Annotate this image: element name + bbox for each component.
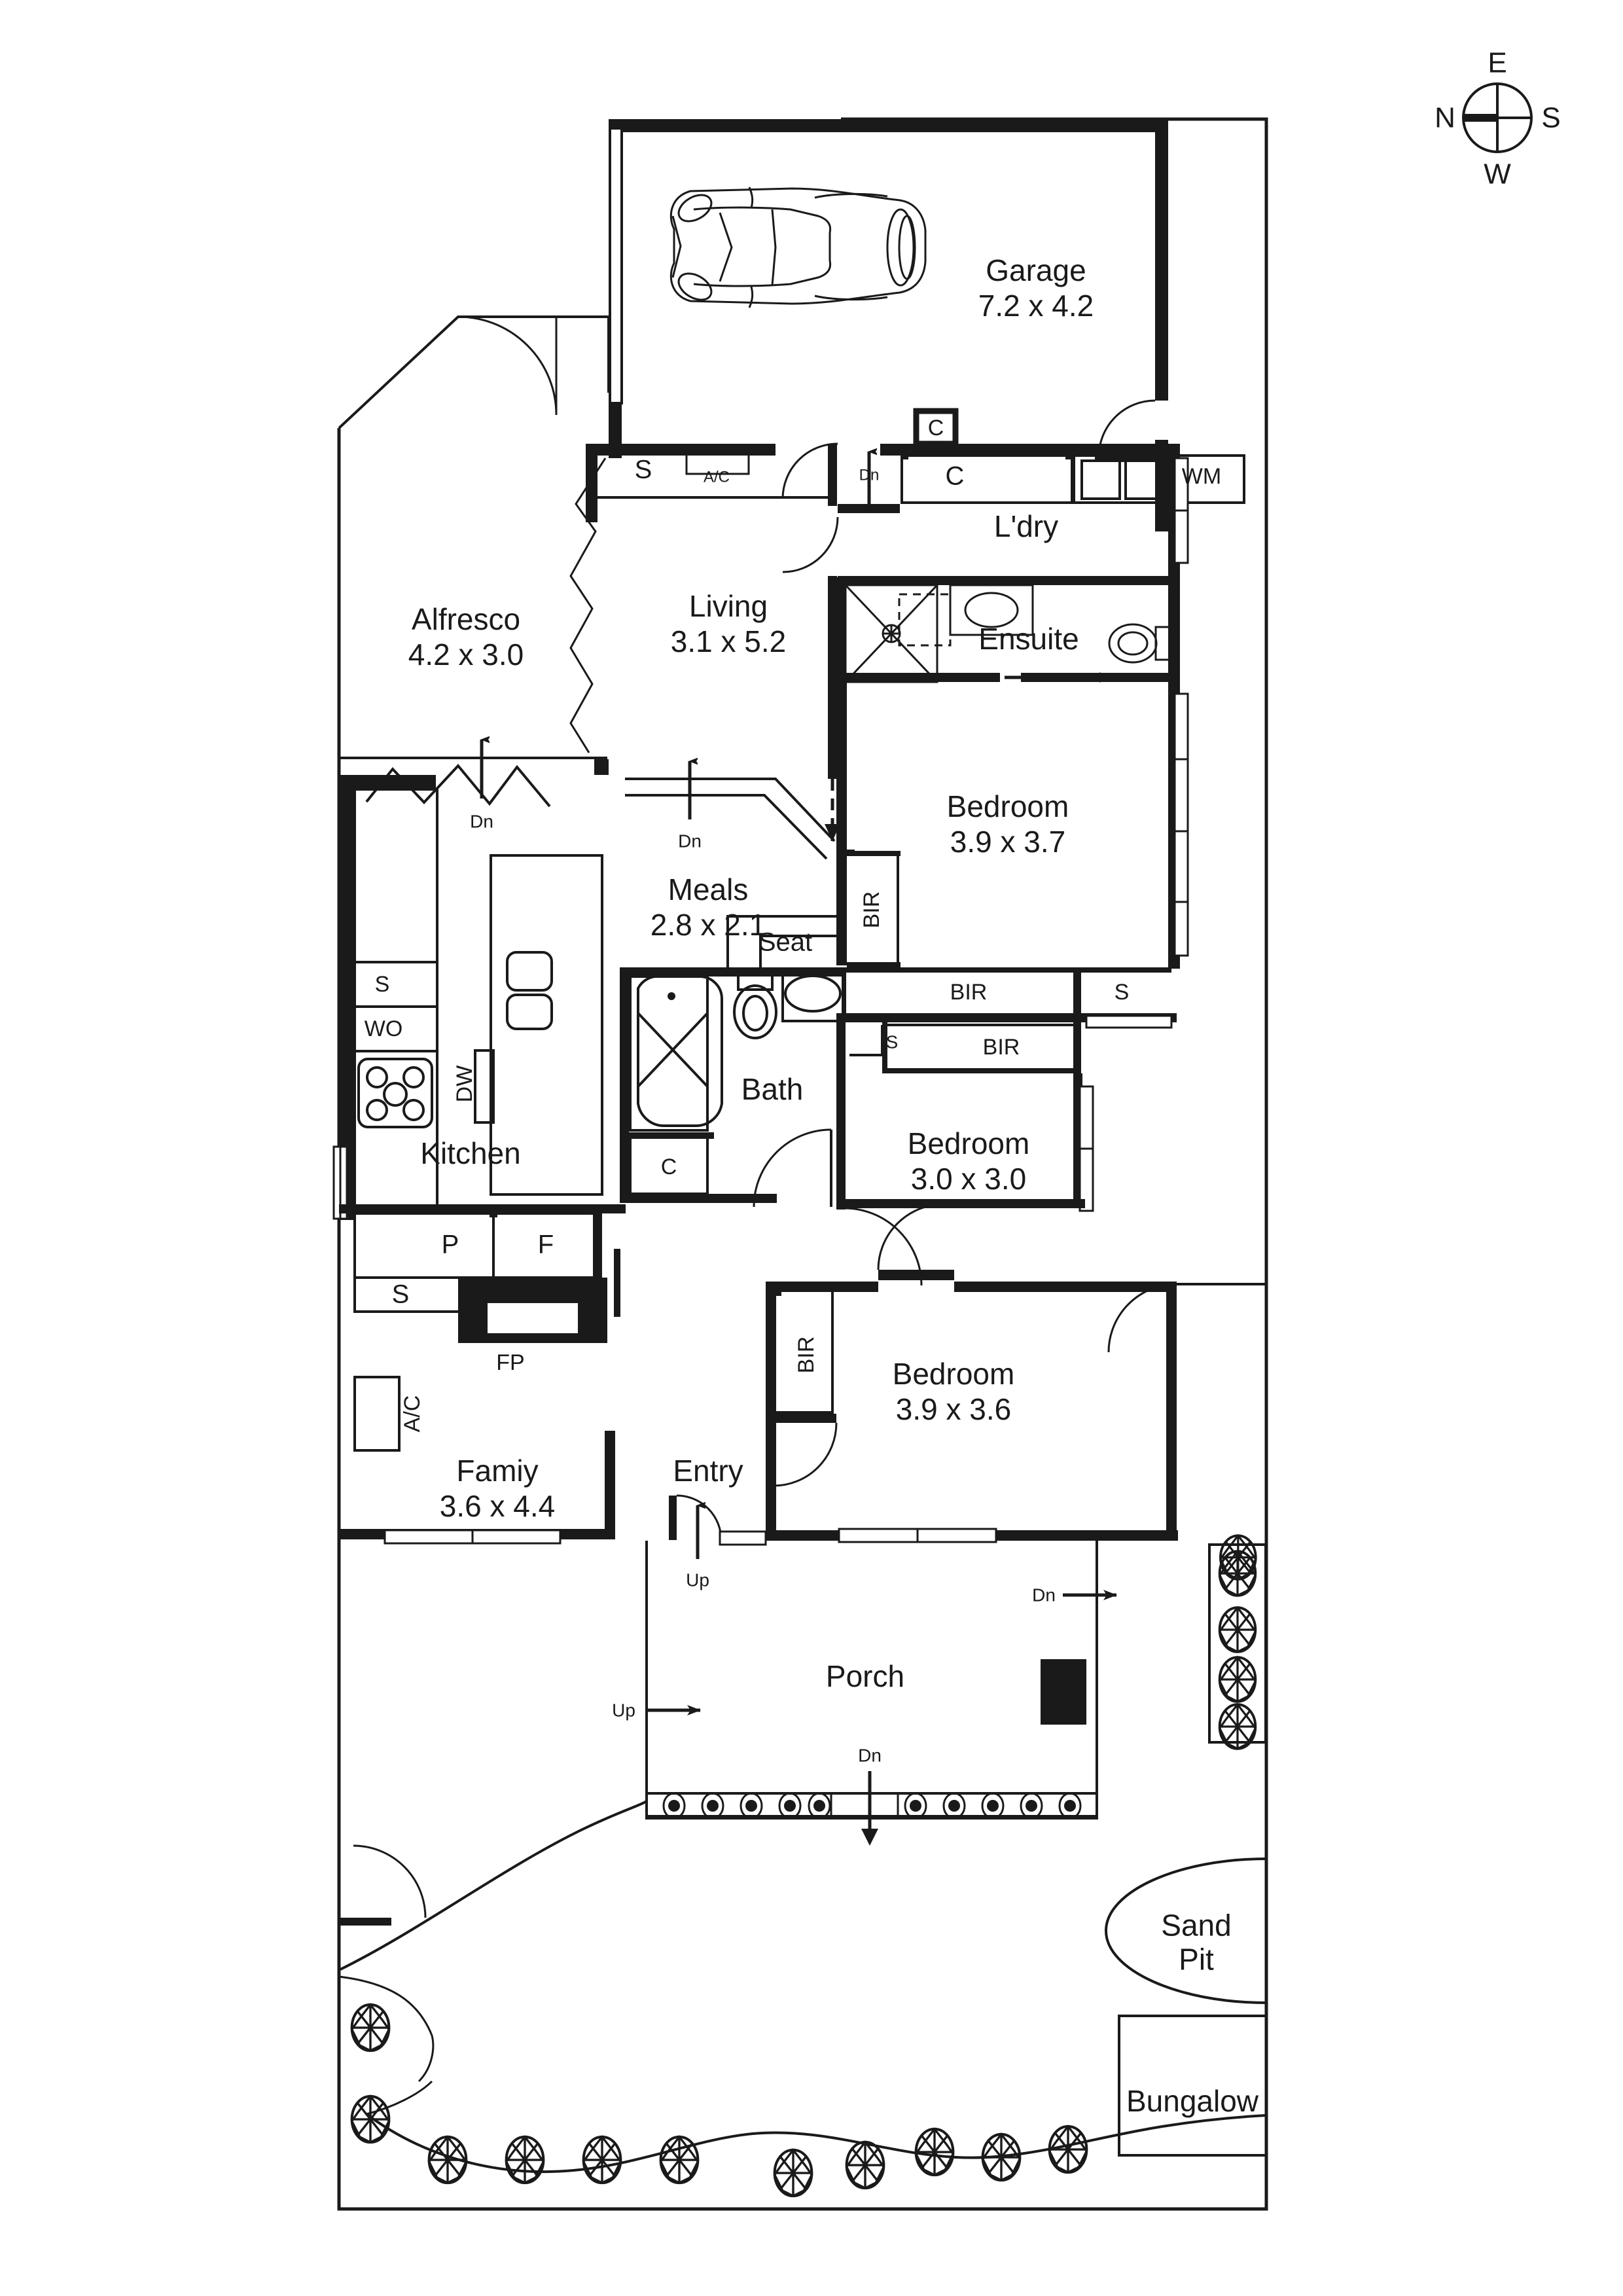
- porch: [645, 1541, 1117, 1846]
- bedroom3: [766, 1203, 1266, 1543]
- bedroom2: [836, 1022, 1094, 1286]
- pantry-fridge-fireplace: [339, 1204, 626, 1545]
- laundry-walls: [586, 408, 1245, 585]
- landscape: [338, 1534, 1268, 2196]
- bedroom1: [836, 681, 1189, 1029]
- ensuite: [836, 577, 1180, 683]
- entry: [669, 1494, 767, 1559]
- car-symbol: [669, 187, 927, 308]
- compass-rose-graphic: [1462, 82, 1533, 153]
- meals-bath: [620, 915, 846, 1210]
- garage-walls: [609, 119, 1168, 531]
- kitchen: [332, 775, 603, 1220]
